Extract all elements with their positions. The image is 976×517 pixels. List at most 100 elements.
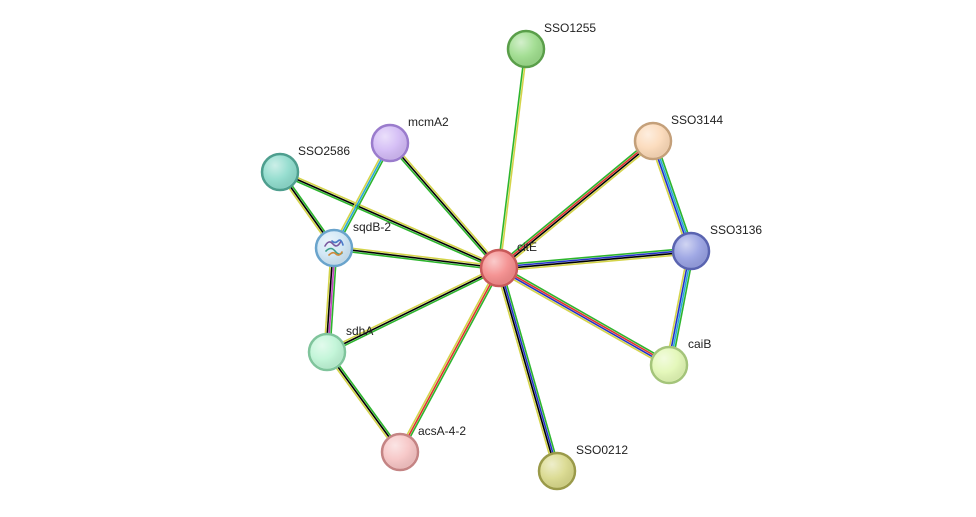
node-mcmA2[interactable]: mcmA2	[370, 115, 449, 163]
edge-SSO3144-SSO3136	[649, 139, 695, 253]
edge-evidence-line	[497, 139, 653, 268]
edge-evidence-line	[498, 247, 691, 266]
node-shine	[383, 435, 417, 469]
node-SSO1255[interactable]: SSO1255	[506, 21, 596, 69]
edge-evidence-line	[499, 49, 528, 269]
node-sqdB-2[interactable]: sqdB-2	[314, 220, 391, 268]
structure-ribbon	[324, 240, 342, 247]
edge-sdhA-acsA-4-2	[324, 350, 403, 454]
edge-evidence-line	[387, 143, 499, 270]
edge-evidence-line	[280, 169, 501, 267]
node-SSO3144[interactable]: SSO3144	[633, 113, 723, 161]
node-label: SSO3136	[710, 223, 762, 237]
edge-citE-SSO2586	[278, 169, 501, 271]
node-label: SSO0212	[576, 443, 628, 457]
structure-ribbon	[328, 251, 343, 256]
node-label: citE	[517, 240, 537, 254]
node-label: caiB	[688, 337, 711, 351]
edge-evidence-line	[278, 173, 499, 271]
node-SSO0212[interactable]: SSO0212	[537, 443, 628, 491]
edge-evidence-line	[326, 267, 500, 353]
edge-citE-sqdB-2	[333, 245, 500, 271]
edge-evidence-line	[671, 251, 695, 366]
edge-evidence-line	[389, 142, 500, 269]
edge-evidence-line	[390, 141, 502, 268]
node-SSO2586[interactable]: SSO2586	[260, 144, 350, 192]
edges-layer	[277, 48, 695, 473]
edge-evidence-line	[333, 249, 499, 271]
structure-ribbon	[331, 239, 344, 246]
node-label: sdhA	[346, 324, 373, 338]
node-shine	[540, 454, 574, 488]
edge-evidence-line	[497, 269, 668, 369]
edge-evidence-line	[649, 141, 690, 253]
edge-citE-mcmA2	[387, 141, 502, 270]
node-citE[interactable]: citE	[479, 240, 537, 288]
node-label: SSO1255	[544, 21, 596, 35]
node-shine	[310, 335, 344, 369]
edge-evidence-line	[399, 267, 500, 453]
edge-evidence-line	[400, 268, 502, 454]
edge-evidence-line	[669, 251, 693, 366]
edge-evidence-line	[397, 266, 499, 452]
edge-evidence-line	[499, 251, 692, 270]
edge-evidence-line	[499, 266, 670, 365]
edge-citE-SSO0212	[495, 266, 561, 473]
node-sdhA[interactable]: sdhA	[307, 324, 373, 372]
node-label: sqdB-2	[353, 220, 391, 234]
edge-evidence-line	[497, 268, 557, 472]
edge-citE-acsA-4-2	[397, 266, 502, 454]
edge-citE-sdhA	[325, 265, 501, 355]
edge-evidence-line	[499, 267, 559, 471]
node-acsA-4-2[interactable]: acsA-4-2	[380, 424, 466, 472]
node-shine	[509, 32, 543, 66]
protein-structure-icon	[324, 239, 344, 256]
edge-citE-SSO1255	[497, 48, 528, 269]
edge-evidence-line	[325, 265, 499, 352]
edge-evidence-line	[333, 142, 391, 249]
edge-evidence-line	[327, 268, 501, 355]
edge-citE-SSO3136	[498, 247, 692, 272]
edge-evidence-line	[497, 48, 526, 268]
edge-mcmA2-sqdB-2	[331, 141, 393, 250]
edge-evidence-line	[653, 140, 693, 251]
node-shine	[317, 231, 351, 265]
edge-evidence-line	[500, 142, 656, 271]
edge-citE-caiB	[497, 264, 671, 369]
edge-evidence-line	[651, 141, 691, 252]
edge-evidence-line	[498, 268, 669, 367]
node-SSO3136[interactable]: SSO3136	[671, 223, 762, 271]
edge-evidence-line	[334, 143, 393, 250]
edge-evidence-line	[331, 141, 390, 248]
node-caiB[interactable]: caiB	[649, 337, 711, 385]
node-label: acsA-4-2	[418, 424, 466, 438]
edge-evidence-line	[327, 350, 403, 452]
node-shine	[482, 251, 516, 285]
edge-evidence-line	[665, 250, 689, 365]
edge-evidence-line	[333, 247, 500, 269]
node-shine	[652, 348, 686, 382]
edge-evidence-line	[654, 139, 695, 251]
edge-citE-SSO3144	[496, 138, 656, 271]
node-shine	[636, 124, 670, 158]
node-shine	[373, 126, 407, 160]
node-shine	[674, 234, 708, 268]
edge-evidence-line	[500, 264, 671, 364]
node-label: SSO3144	[671, 113, 723, 127]
edge-evidence-line	[324, 352, 400, 454]
node-label: SSO2586	[298, 144, 350, 158]
edge-SSO3136-caiB	[665, 250, 695, 366]
edge-evidence-line	[496, 138, 652, 267]
edge-evidence-line	[279, 171, 500, 269]
edge-evidence-line	[326, 351, 401, 453]
edge-evidence-line	[499, 141, 655, 270]
node-shine	[263, 155, 297, 189]
node-label: mcmA2	[408, 115, 449, 129]
edge-evidence-line	[495, 268, 556, 473]
edge-evidence-line	[667, 250, 691, 365]
edge-evidence-line	[334, 245, 500, 267]
edge-evidence-line	[499, 253, 692, 272]
edge-evidence-line	[500, 266, 561, 471]
